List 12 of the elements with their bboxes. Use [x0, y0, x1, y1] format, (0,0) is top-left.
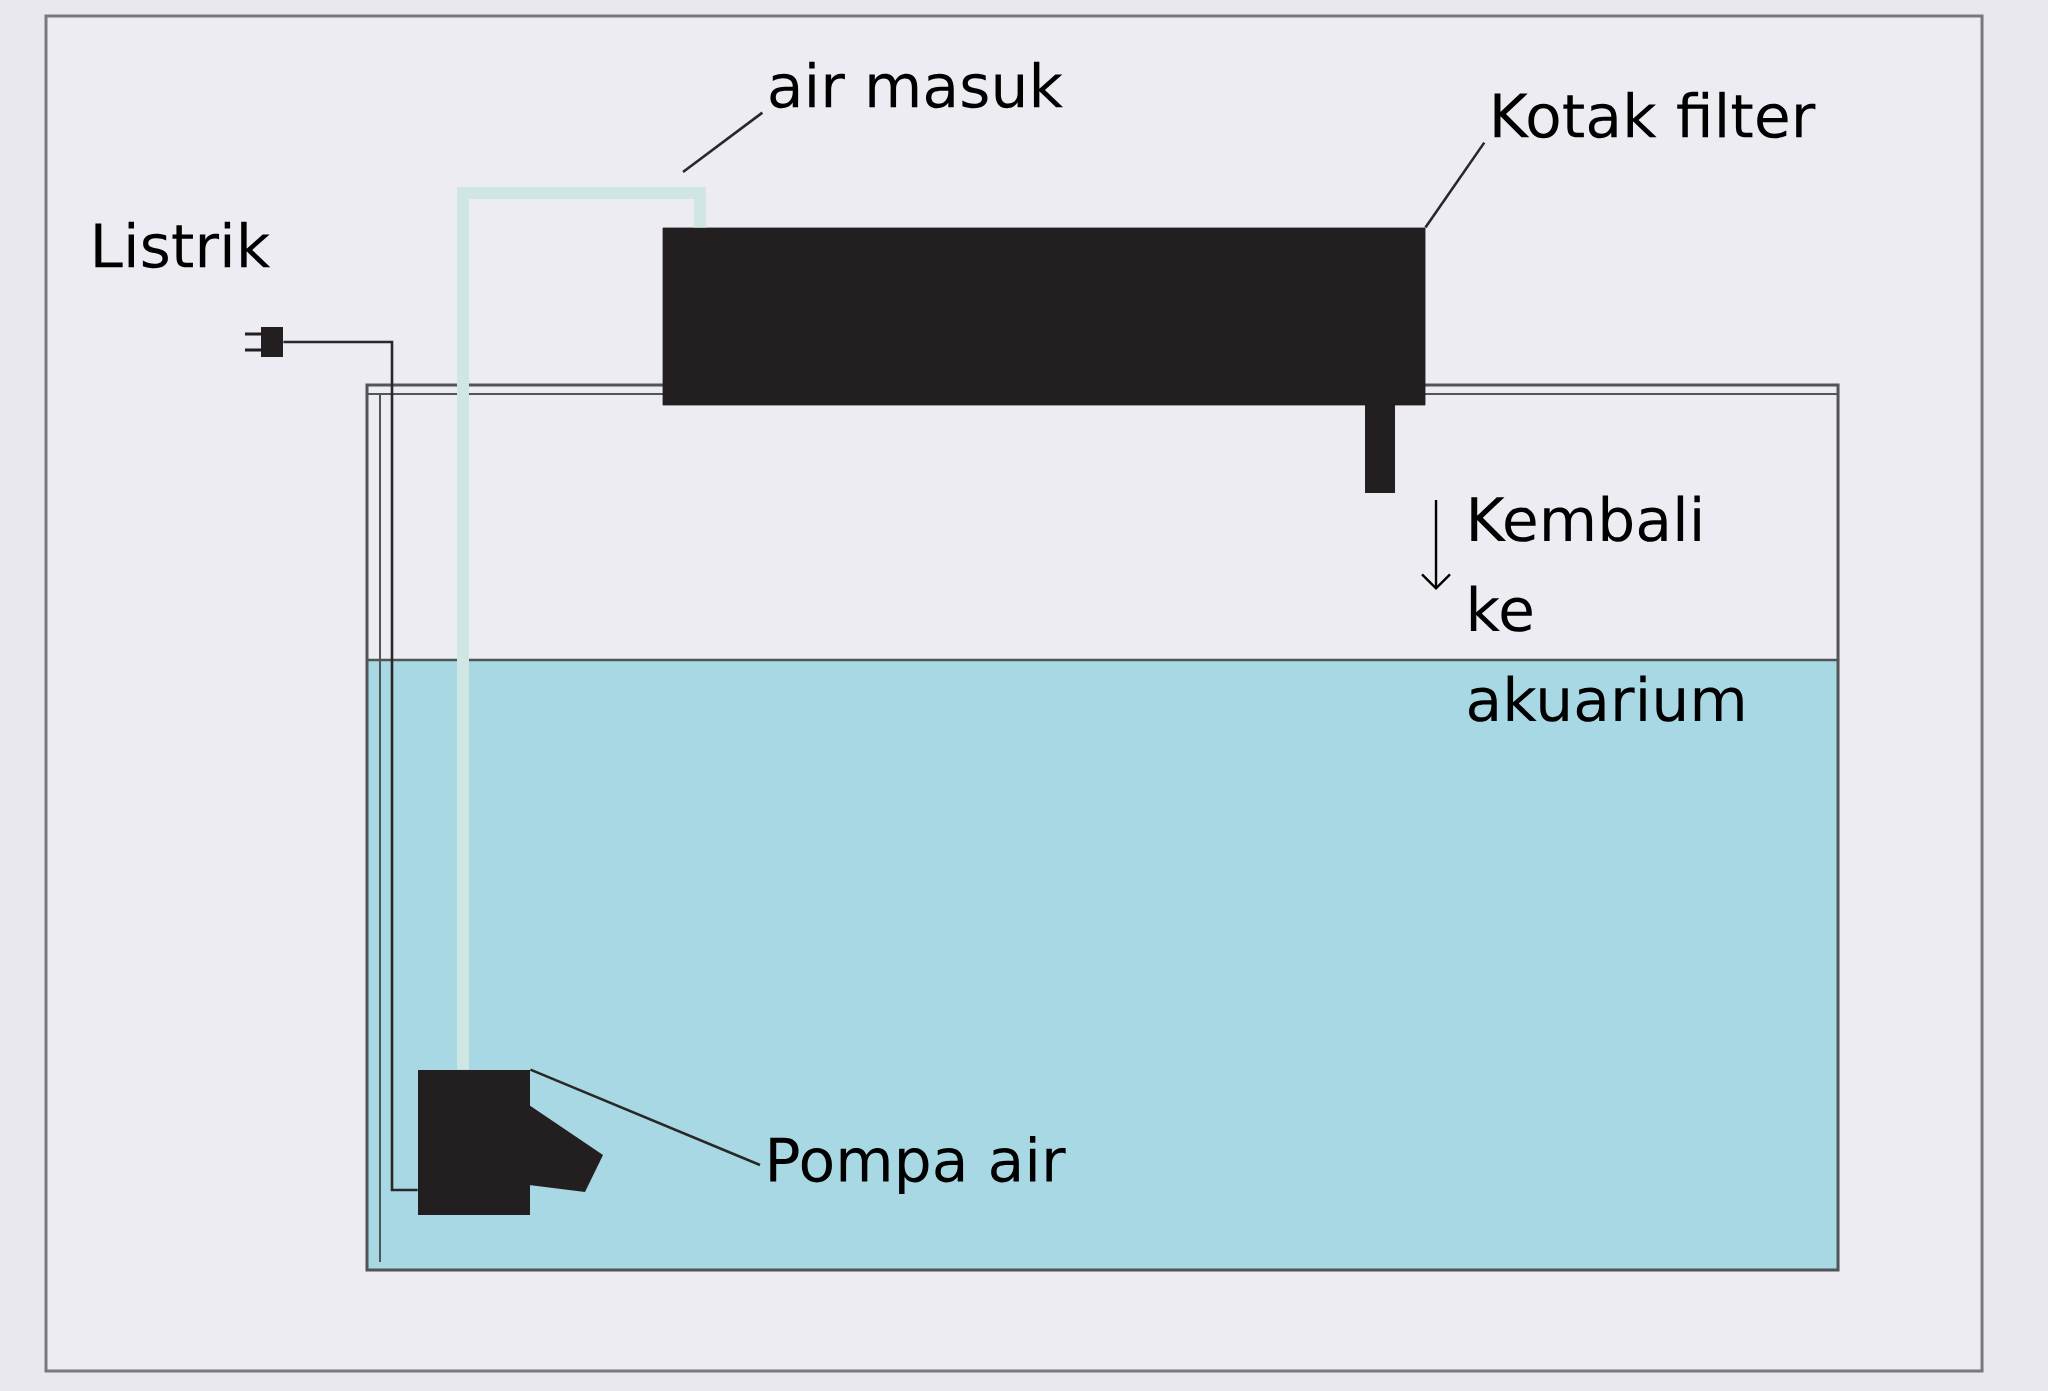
pipe: [457, 187, 706, 1070]
power-cord: [283, 340, 418, 1192]
label-text: air masuk: [770, 61, 1064, 109]
label-text: Listrik: [95, 221, 271, 269]
label-text: Kembali ke akuarium: [1469, 495, 1743, 722]
label-text: Kotak filter: [1494, 91, 1816, 139]
leader-line: [1424, 141, 1486, 229]
label-text: Pompa air: [770, 1136, 1066, 1195]
leader-line: [529, 1068, 761, 1167]
pump-drawing: [418, 1070, 603, 1215]
leader-line: [682, 111, 764, 174]
filter-box: [662, 227, 1426, 493]
